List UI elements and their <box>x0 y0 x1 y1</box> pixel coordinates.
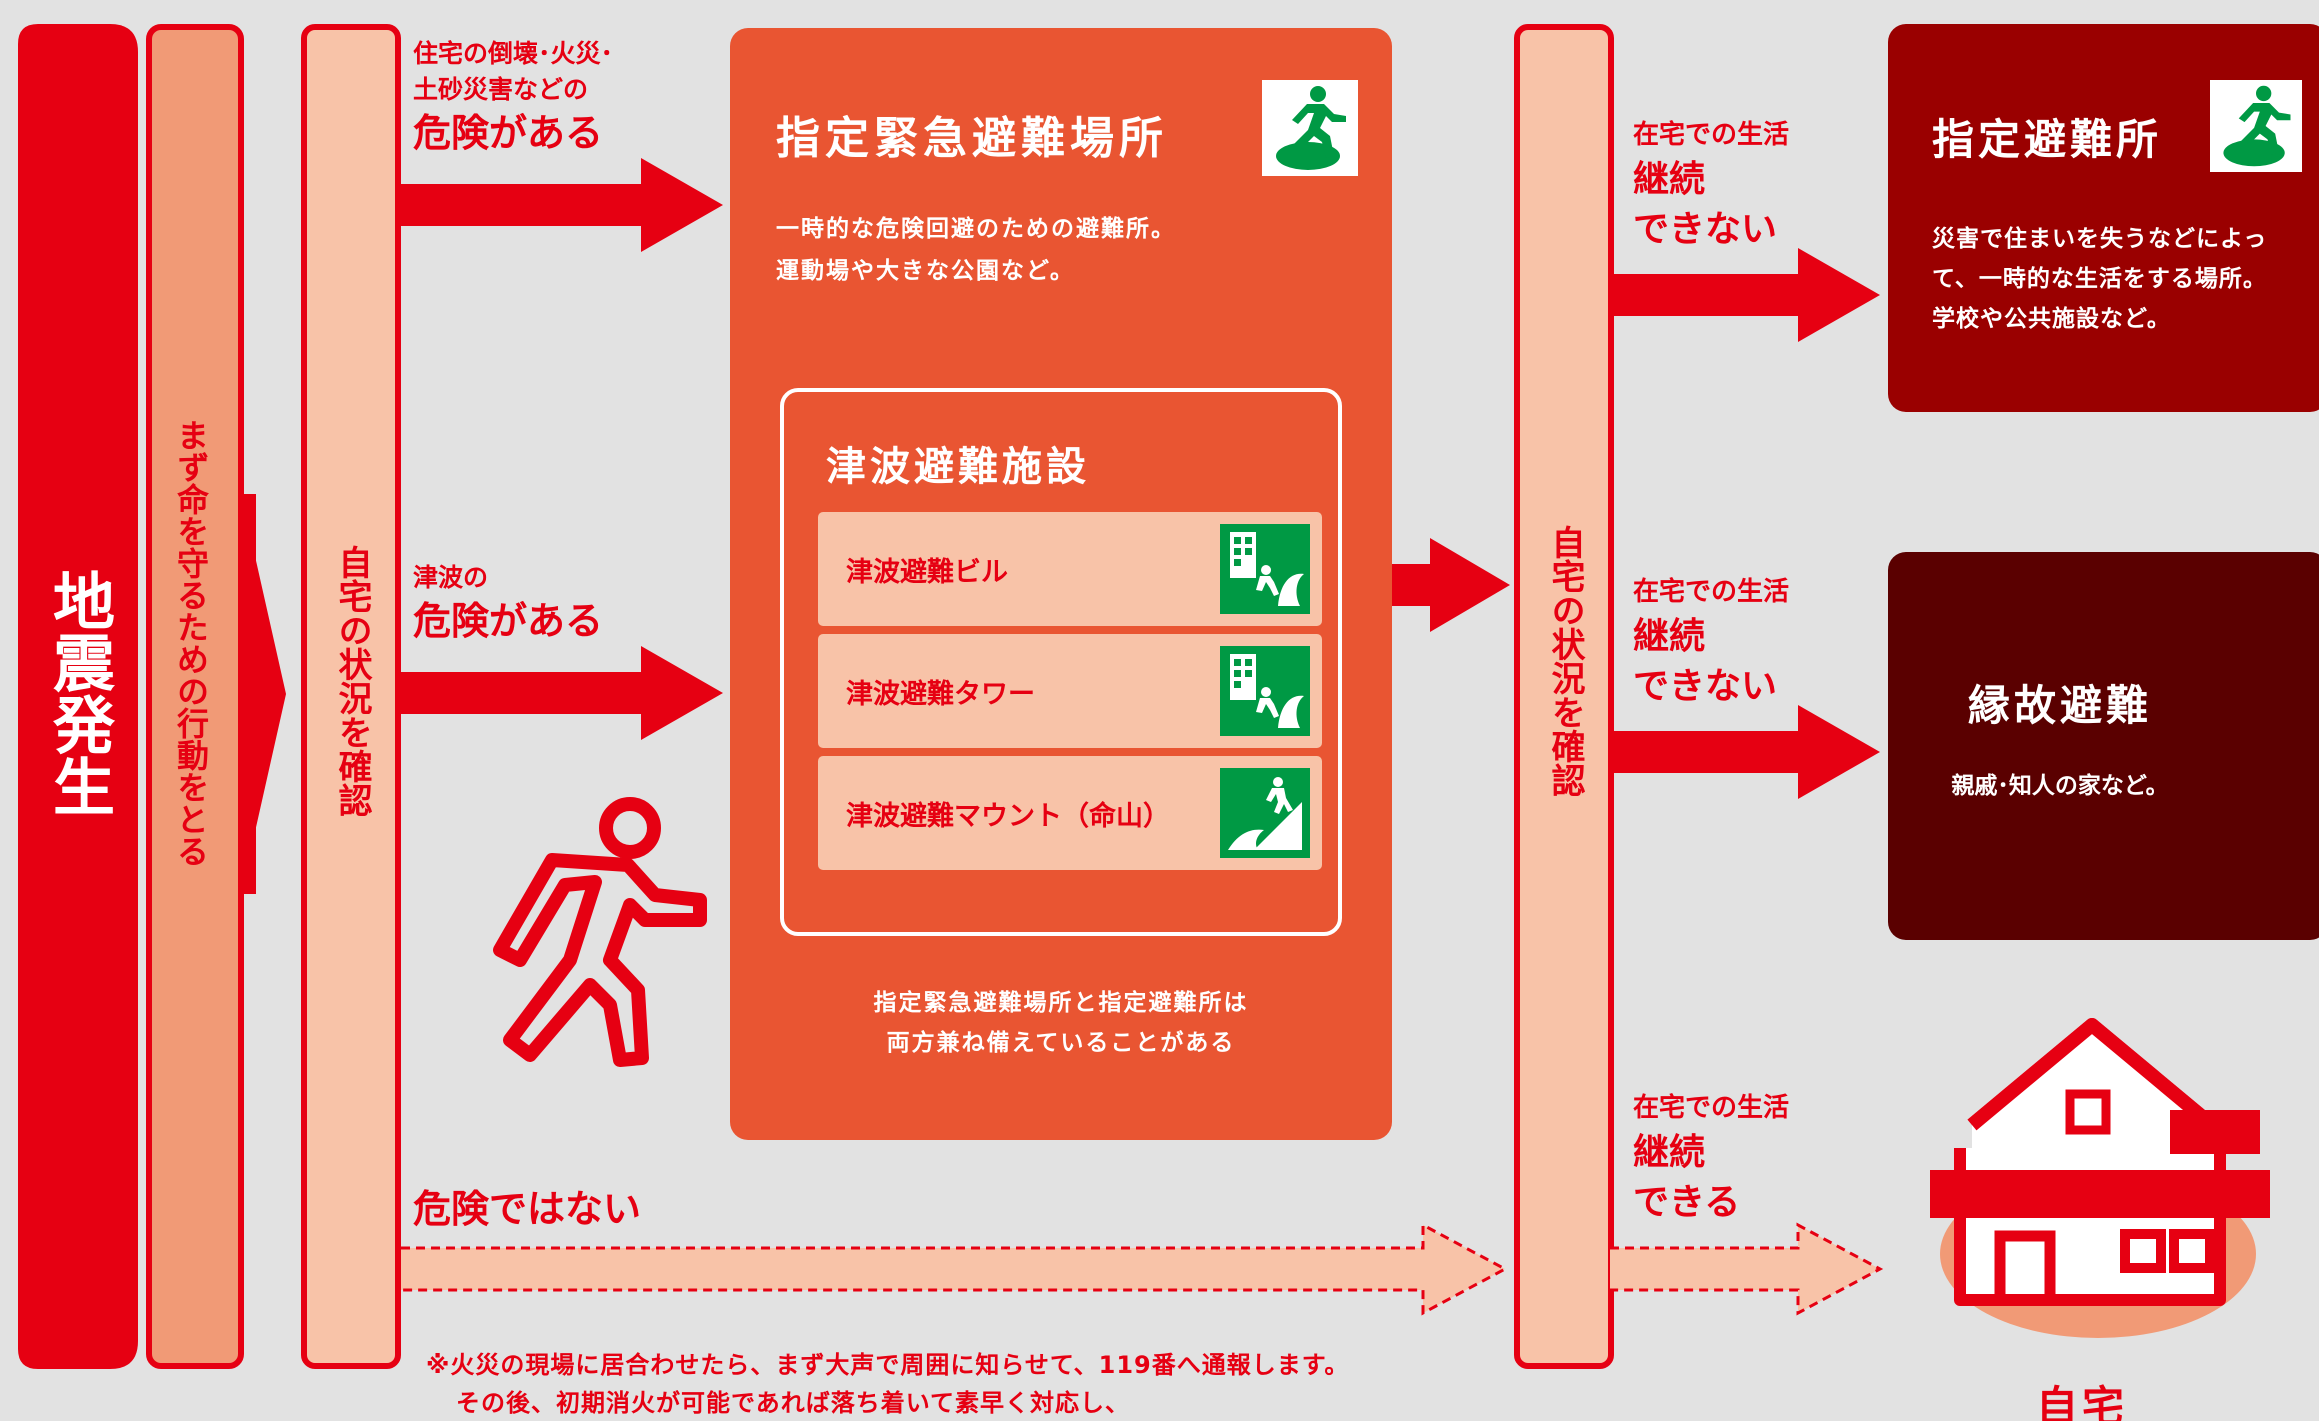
arrow-to-check-home <box>1392 538 1510 632</box>
relatives-evacuation-title: 縁故避難 <box>1967 681 2152 730</box>
outcome-cannot-1: 在宅での生活 継続 できない <box>1633 120 1790 250</box>
check-home-column-1: 自宅の状況を確認 <box>301 24 401 1369</box>
check-home-column-2: 自宅の状況を確認 <box>1514 24 1614 1369</box>
tsunami-mound-icon <box>1220 768 1310 858</box>
running-person-illustration <box>480 790 720 1070</box>
arrow-to-shelter <box>1614 248 1884 342</box>
emergency-place-title: 指定緊急避難場所 <box>776 113 1168 164</box>
arrow-no-danger <box>401 1222 1511 1316</box>
tsunami-facility-box: 津波避難施設 津波避難ビル 津波避難タワー <box>780 388 1342 936</box>
check-home-label-1: 自宅の状況を確認 <box>332 545 372 817</box>
tsunami-tower-label: 津波避難タワー <box>846 679 1035 710</box>
tsunami-building-label: 津波避難ビル <box>846 557 1008 588</box>
emergency-place-note: 指定緊急避難場所と指定避難所は 両方兼ね備えていることがある <box>873 990 1249 1056</box>
protect-life-label: まず命を守るための行動をとる <box>172 419 210 867</box>
designated-shelter-icon <box>2210 80 2302 172</box>
no-danger-text: 危険ではない <box>413 1187 642 1231</box>
tsunami-building-icon <box>1220 524 1310 614</box>
arrow-collapse <box>401 158 726 252</box>
tsunami-building-item: 津波避難ビル <box>818 512 1322 626</box>
home-illustration <box>1920 1010 2270 1340</box>
relatives-evacuation-box: 縁故避難 親戚･知人の家など。 <box>1888 552 2319 940</box>
emergency-place-icon <box>1262 80 1358 176</box>
danger-tsunami-text: 津波の 危険がある <box>413 563 604 643</box>
designated-shelter-desc: 災害で住まいを失うなどによっ て、一時的な生活をする場所。 学校や公共施設など。 <box>1932 226 2268 332</box>
designated-shelter-title: 指定避難所 <box>1932 115 2163 164</box>
danger-collapse-text: 住宅の倒壊･火災･ 土砂災害などの 危険がある <box>413 39 614 155</box>
designated-shelter-box: 指定避難所 災害で住まいを失うなどによっ て、一時的な生活をする場所。 学校や公… <box>1888 24 2319 412</box>
tsunami-mound-item: 津波避難マウント（命山） <box>818 756 1322 870</box>
footnote: ※火災の現場に居合わせたら、まず大声で周囲に知らせて、119番へ通報します。 そ… <box>426 1351 1350 1417</box>
tsunami-tower-item: 津波避難タワー <box>818 634 1322 748</box>
relatives-evacuation-desc: 親戚･知人の家など。 <box>1951 773 2169 799</box>
tsunami-mound-label: 津波避難マウント（命山） <box>846 801 1170 832</box>
home-label: 自宅 <box>2036 1382 2129 1421</box>
outcome-cannot-2: 在宅での生活 継続 できない <box>1633 577 1790 707</box>
earthquake-label: 地震発生 <box>42 569 115 817</box>
earthquake-column: 地震発生 <box>18 24 138 1369</box>
arrow-tsunami <box>401 646 726 740</box>
arrow-to-home <box>1610 1222 1886 1316</box>
protect-life-arrow: まず命を守るための行動をとる <box>146 24 286 1369</box>
outcome-can: 在宅での生活 継続 できる <box>1633 1093 1790 1223</box>
arrow-to-relatives <box>1614 705 1884 799</box>
tsunami-facility-title: 津波避難施設 <box>826 444 1090 490</box>
tsunami-tower-icon <box>1220 646 1310 736</box>
check-home-label-2: 自宅の状況を確認 <box>1545 525 1585 797</box>
emergency-place-desc: 一時的な危険回避のための避難所。 運動場や大きな公園など。 <box>776 216 1176 284</box>
emergency-place-box: 指定緊急避難場所 一時的な危険回避のための避難所。 運動場や大きな公園など。 津… <box>730 28 1392 1140</box>
